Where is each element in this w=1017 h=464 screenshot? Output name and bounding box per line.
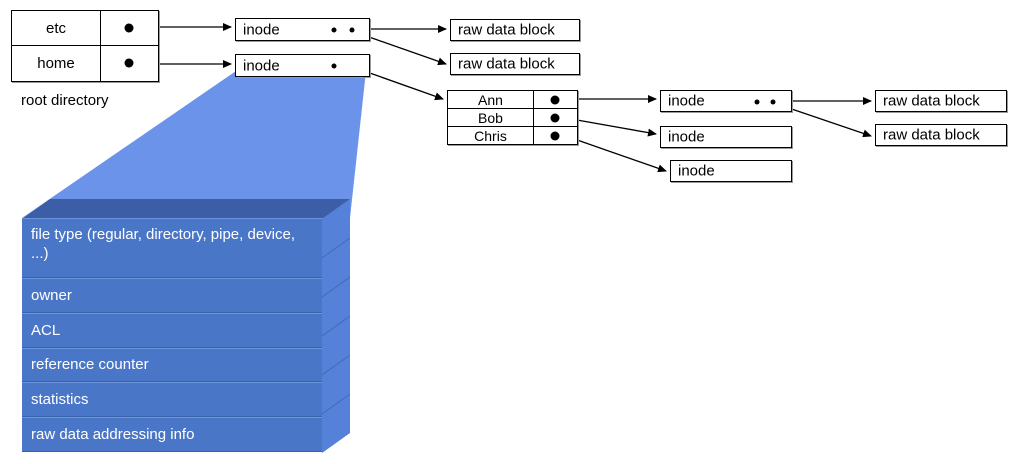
inode-detail-block: file type (regular, directory, pipe, dev…	[22, 199, 350, 453]
inode-field-reference-counter: reference counter	[22, 347, 322, 383]
home-dir-entry-pointer-0[interactable]	[534, 91, 577, 108]
inode-label: inode	[243, 21, 280, 38]
pointer-dot	[331, 27, 337, 33]
home-dir-entry-name-2: Chris	[448, 127, 534, 144]
inode-box-etc[interactable]: inode	[235, 18, 370, 41]
inode-box-bob[interactable]: inode	[660, 126, 792, 148]
home-dir-entry-pointer-1[interactable]	[534, 109, 577, 126]
pointer-dot	[754, 99, 760, 105]
inode-label: inode	[668, 92, 705, 110]
table-row[interactable]: etc	[12, 11, 158, 46]
inode-field-statistics: statistics	[22, 382, 322, 418]
pointer-dot	[550, 95, 560, 105]
inode-label: inode	[668, 128, 705, 146]
home-dir-entry-name-1: Bob	[448, 109, 534, 126]
inode-label: inode	[243, 57, 280, 74]
table-row[interactable]: Chris	[448, 127, 577, 144]
inode-box-ann[interactable]: inode	[660, 90, 792, 112]
inode-field-raw-data-addressing: raw data addressing info	[22, 417, 322, 452]
pointer-dot	[550, 131, 560, 141]
inode-field-file-type: file type (regular, directory, pipe, dev…	[22, 218, 322, 278]
magnifier-wedge	[22, 71, 366, 218]
inode-block-top-face	[22, 199, 350, 219]
inode-field-acl: ACL	[22, 312, 322, 348]
raw-data-block-label: raw data block	[458, 21, 555, 39]
pointer-dot	[124, 23, 134, 33]
pointer-dot	[331, 63, 337, 69]
inode-field-list: file type (regular, directory, pipe, dev…	[22, 218, 322, 452]
inode-field-owner: owner	[22, 278, 322, 313]
pointer-dot	[349, 27, 355, 33]
root-dir-entry-pointer-0[interactable]	[101, 11, 158, 45]
root-dir-entry-name-1: home	[12, 46, 101, 81]
table-row[interactable]: Bob	[448, 109, 577, 127]
inode-block-side-face	[322, 199, 350, 453]
pointer-dot	[550, 113, 560, 123]
raw-data-block-label: raw data block	[883, 126, 980, 144]
inode-box-home[interactable]: inode	[235, 54, 370, 77]
root-directory-caption: root directory	[21, 92, 109, 109]
raw-data-block-label: raw data block	[883, 92, 980, 110]
raw-data-block-etc-2[interactable]: raw data block	[450, 53, 580, 75]
raw-data-block-ann-1[interactable]: raw data block	[875, 90, 1007, 112]
root-dir-entry-name-0: etc	[12, 11, 101, 45]
raw-data-block-ann-2[interactable]: raw data block	[875, 124, 1007, 146]
home-directory-table: Ann Bob Chris	[447, 90, 578, 145]
raw-data-block-label: raw data block	[458, 55, 555, 73]
home-dir-entry-name-0: Ann	[448, 91, 534, 108]
root-dir-entry-pointer-1[interactable]	[101, 46, 158, 81]
table-row[interactable]: Ann	[448, 91, 577, 109]
inode-box-chris[interactable]: inode	[670, 160, 792, 182]
pointer-dot	[124, 58, 134, 68]
raw-data-block-etc-1[interactable]: raw data block	[450, 19, 580, 41]
inode-label: inode	[678, 162, 715, 180]
root-directory-table: etc home	[11, 10, 159, 82]
home-dir-entry-pointer-2[interactable]	[534, 127, 577, 144]
pointer-dot	[770, 99, 776, 105]
table-row[interactable]: home	[12, 46, 158, 81]
